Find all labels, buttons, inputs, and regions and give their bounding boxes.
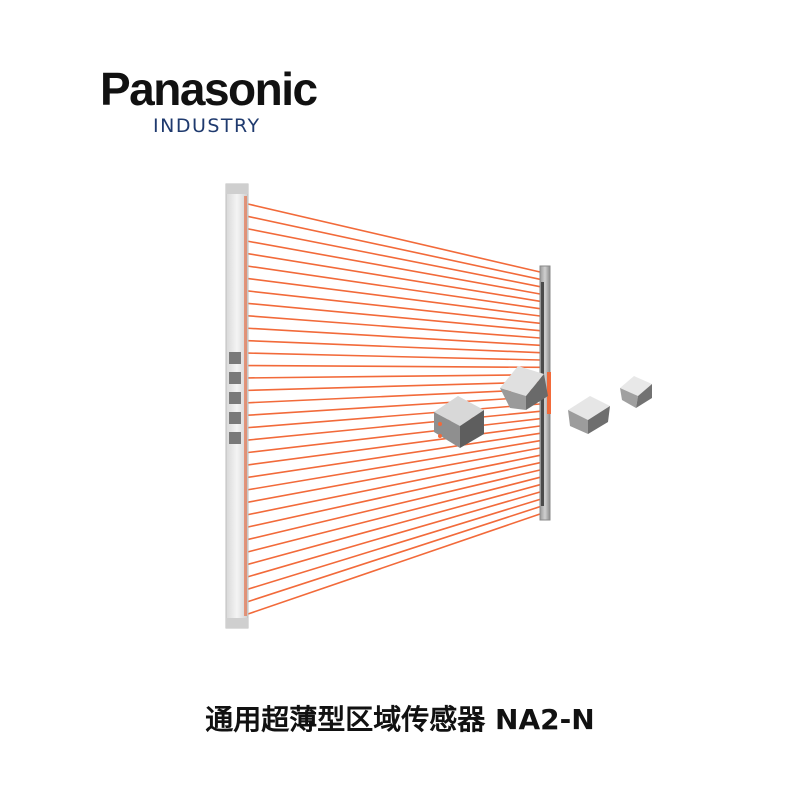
beam-line (247, 215, 541, 281)
beam-line (247, 498, 541, 590)
beam-line (247, 277, 541, 317)
beam-line (247, 252, 541, 303)
cube-icon-3 (568, 396, 610, 434)
beam-line (247, 447, 541, 503)
cube-icon-2 (500, 366, 548, 410)
beam-line (247, 505, 541, 603)
beam-line (247, 461, 541, 528)
product-caption: 通用超薄型区域传感器 NA2-N (205, 703, 595, 736)
beam-line (247, 352, 541, 361)
beam-line (247, 302, 541, 332)
beam-line (247, 228, 541, 288)
beam-line (247, 417, 541, 454)
beam-line (247, 240, 541, 295)
cube-icon-1 (434, 396, 484, 448)
beam-line (247, 425, 541, 466)
beam-line (247, 513, 541, 615)
beam-line (247, 373, 541, 379)
beam-line (247, 432, 541, 479)
beam-line (247, 388, 541, 404)
logo-brand-text: Panasonic (100, 63, 318, 115)
beam-line (247, 476, 541, 553)
beam-line (247, 327, 541, 347)
light-beams (247, 203, 541, 615)
logo-subtitle: INDUSTRY (153, 115, 261, 137)
beam-line (247, 410, 541, 441)
beam-line (247, 265, 541, 310)
emitter-label-marks (229, 352, 241, 444)
beam-line (247, 203, 541, 273)
beam-line (247, 483, 541, 566)
panasonic-logo: Panasonic INDUSTRY (40, 38, 370, 168)
beam-line (247, 364, 541, 369)
beam-line (247, 454, 541, 516)
beam-line (247, 381, 541, 392)
beam-line (247, 439, 541, 491)
beam-line (247, 290, 541, 325)
beam-line (247, 403, 541, 429)
beam-line (247, 315, 541, 339)
beam-line (247, 339, 541, 354)
emitter-bar (225, 183, 249, 629)
beam-line (247, 491, 541, 578)
beam-line (247, 395, 541, 417)
cube-icon-4 (620, 376, 652, 408)
beam-line (247, 469, 541, 541)
